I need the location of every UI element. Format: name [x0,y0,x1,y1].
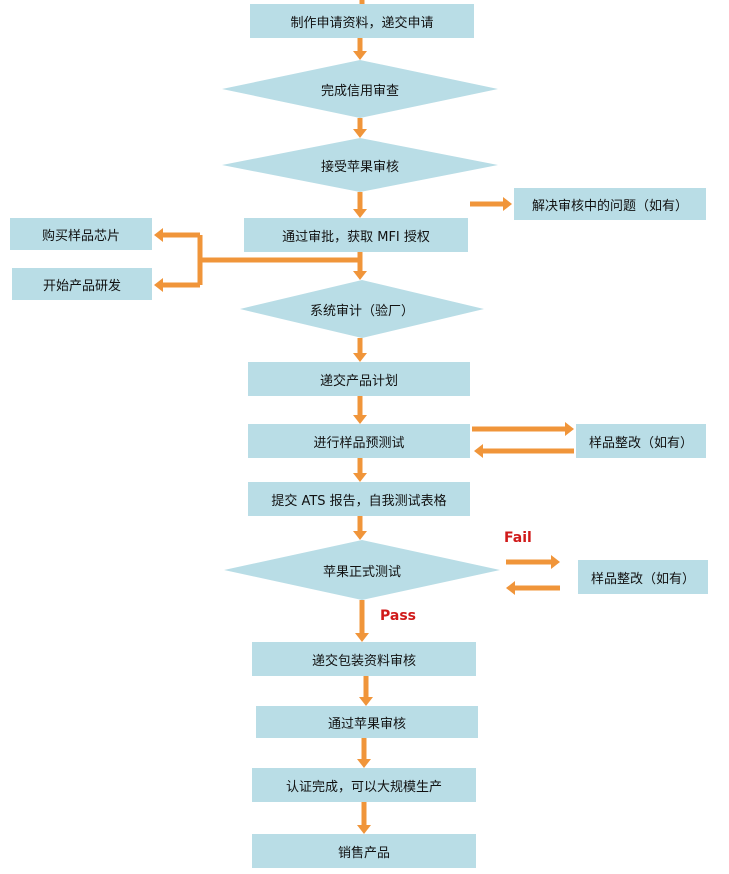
step-label: 系统审计（验厂） [309,303,414,319]
step-label: 制作申请资料，递交申请 [290,15,434,31]
step-label: 接受苹果审核 [320,159,399,175]
step-label: 提交 ATS 报告，自我测试表格 [271,493,447,509]
step-label: 认证完成，可以大规模生产 [285,779,442,795]
arrow-head [353,271,367,280]
step-pass-apple: 通过苹果审核 [256,706,478,738]
step-system-audit: 系统审计（验厂） [240,280,484,338]
side-buy-samples: 购买样品芯片 [10,218,152,250]
step-label: 销售产品 [337,845,390,861]
side-label: 样品整改（如有） [590,571,695,587]
step-credit-review: 完成信用审查 [222,60,498,118]
side-label: 解决审核中的问题（如有） [531,198,688,214]
arrow-head [353,353,367,362]
step-submit-ats: 提交 ATS 报告，自我测试表格 [248,482,470,516]
step-pretest: 进行样品预测试 [248,424,470,458]
arrow-head [355,633,369,642]
side-label: 购买样品芯片 [41,228,120,244]
fail-label: Fail [504,530,532,546]
arrow-head [353,473,367,482]
step-submit-plan: 递交产品计划 [248,362,470,396]
arrow-head [503,197,512,211]
arrow-head [506,581,515,595]
side-rectify-pretest: 样品整改（如有） [576,424,706,458]
arrow-head [359,697,373,706]
arrow-head [353,129,367,138]
arrow-head [357,759,371,768]
step-mass-production: 认证完成，可以大规模生产 [252,768,476,802]
arrow-head [353,531,367,540]
step-create-application: 制作申请资料，递交申请 [250,4,474,38]
step-label: 苹果正式测试 [322,564,401,580]
step-label: 进行样品预测试 [313,435,405,451]
pass-label: Pass [380,608,416,624]
step-label: 通过苹果审核 [327,716,406,732]
step-get-mfi: 通过审批，获取 MFI 授权 [244,218,468,252]
step-label: 完成信用审查 [320,83,399,99]
arrow-head [357,825,371,834]
side-rectify-test: 样品整改（如有） [578,560,708,594]
side-label: 开始产品研发 [42,278,121,294]
side-start-dev: 开始产品研发 [12,268,152,300]
arrow-head [154,278,163,292]
step-label: 递交包装资料审核 [311,653,416,669]
side-resolve-issues: 解决审核中的问题（如有） [514,188,706,220]
arrow-head [551,555,560,569]
side-label: 样品整改（如有） [588,435,693,451]
step-packaging-review: 递交包装资料审核 [252,642,476,676]
arrow-head [353,209,367,218]
step-label: 递交产品计划 [319,373,398,389]
step-apple-review: 接受苹果审核 [222,138,498,192]
arrow-head [353,415,367,424]
arrow-head [353,51,367,60]
step-sell: 销售产品 [252,834,476,868]
step-apple-test: 苹果正式测试 [224,540,500,600]
arrow-head [565,422,574,436]
arrow-head [154,228,163,242]
arrow-head [474,444,483,458]
step-label: 通过审批，获取 MFI 授权 [282,229,430,245]
